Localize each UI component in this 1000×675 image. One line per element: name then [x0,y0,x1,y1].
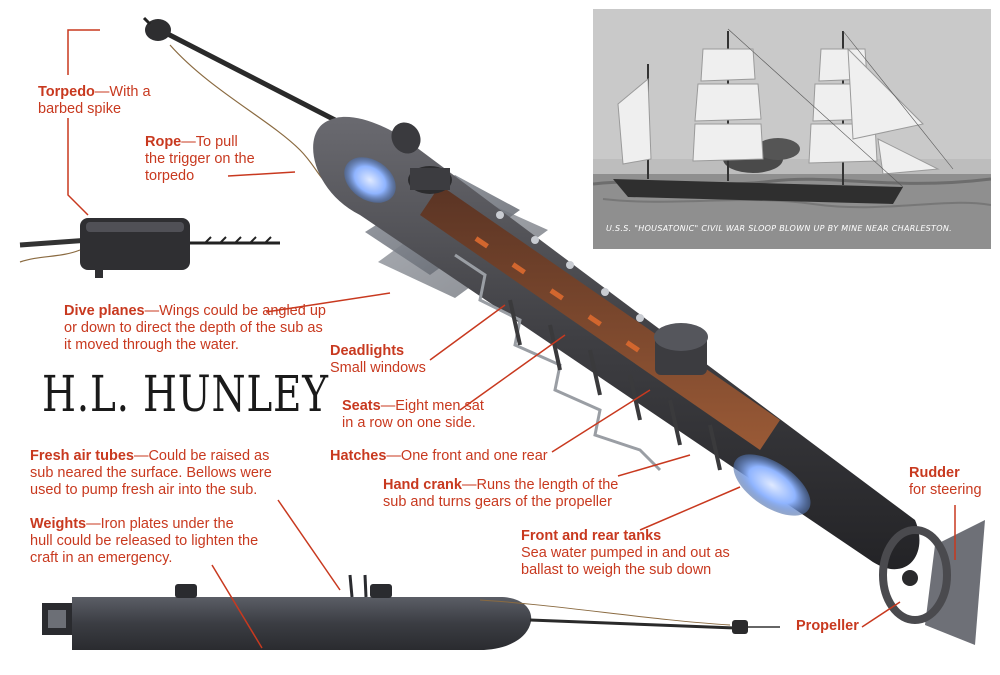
page-title: H.L. HUNLEY [42,365,329,423]
photo-caption: U.S.S. "HOUSATONIC" CIVIL WAR SLOOP BLOW… [606,224,952,233]
submarine-side-view [42,574,780,650]
submarine-main-body [313,116,985,645]
label-weights: Weights—Iron plates under the hull could… [30,516,259,566]
housatonic-photo [593,9,991,249]
torpedo-bracket-line [67,29,100,216]
label-hatches: Hatches—One front and one rear [330,448,548,464]
label-propeller: Propeller [796,618,859,634]
label-dive-planes: Dive planes—Wings could be angled up or … [64,303,326,353]
torpedo-tip [142,16,171,41]
label-rope: Rope—To pull the trigger on the torpedo [145,134,255,184]
torpedo-detail [19,218,280,278]
label-hand-crank: Hand crank—Runs the length of the sub an… [383,477,619,510]
torpedo-spar [158,27,337,186]
label-fresh-air-tubes: Fresh air tubes—Could be raised as sub n… [30,448,272,498]
label-seats: Seats—Eight men sat in a row on one side… [342,398,484,431]
leader-lines [211,171,956,649]
label-torpedo: Torpedo—With a barbed spike [38,84,151,117]
